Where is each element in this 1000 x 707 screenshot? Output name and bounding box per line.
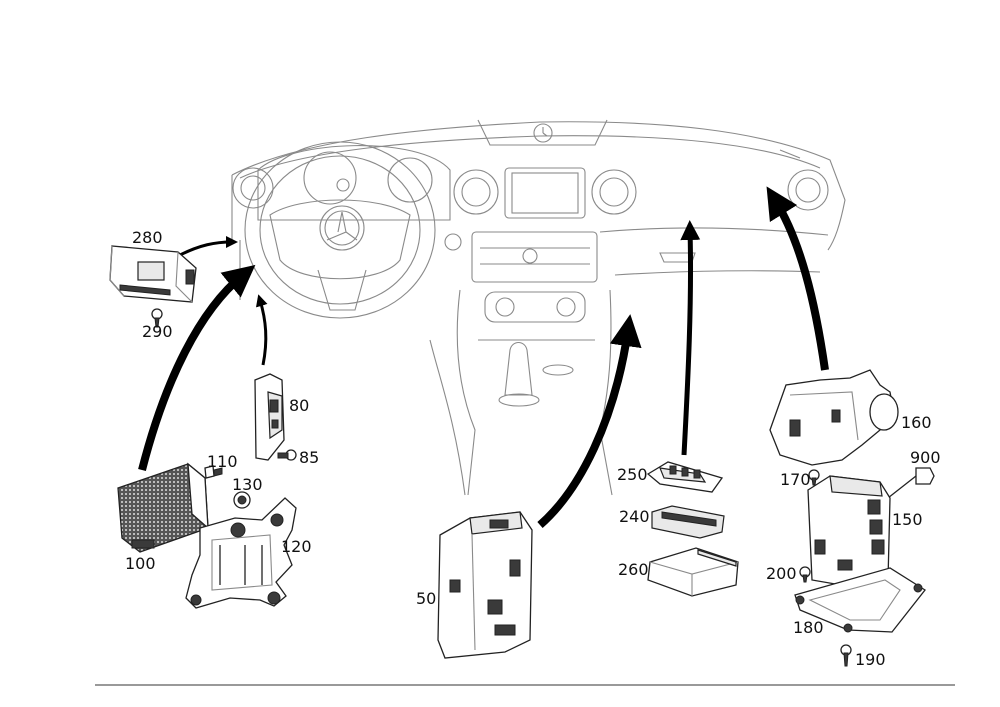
- callout-labels: 280 290 80 85 110 130 120 100 50 250 240…: [125, 228, 941, 669]
- callout-130: 130: [232, 475, 263, 494]
- part-130-nut: [233, 491, 251, 509]
- callout-190: 190: [855, 650, 886, 669]
- callout-80: 80: [289, 396, 309, 415]
- callout-290: 290: [142, 322, 173, 341]
- part-110-screw: [204, 465, 223, 479]
- callout-100: 100: [125, 554, 156, 573]
- part-260-tray: [647, 547, 739, 597]
- callout-240: 240: [619, 507, 650, 526]
- callout-180: 180: [793, 618, 824, 637]
- callout-200: 200: [766, 564, 797, 583]
- arrow-280: [179, 236, 238, 257]
- part-50-module: [437, 511, 533, 659]
- arrow-80: [255, 294, 268, 366]
- part-80-bracket: [254, 373, 285, 461]
- callout-150: 150: [892, 510, 923, 529]
- arrow-250: [680, 220, 701, 456]
- part-85-screw: [277, 449, 297, 461]
- callout-50: 50: [416, 589, 436, 608]
- callout-260: 260: [618, 560, 649, 579]
- callout-120: 120: [281, 537, 312, 556]
- part-160-bracket: [769, 369, 899, 466]
- callout-900: 900: [910, 448, 941, 467]
- arrow-100: [138, 264, 256, 471]
- callout-85: 85: [299, 448, 319, 467]
- part-240-module: [651, 505, 725, 539]
- callout-110: 110: [207, 452, 238, 471]
- callout-170: 170: [780, 470, 811, 489]
- callout-160: 160: [901, 413, 932, 432]
- part-150-module: [807, 475, 891, 591]
- callout-280: 280: [132, 228, 163, 247]
- part-190-bolt: [840, 644, 852, 667]
- part-100-module: [117, 462, 209, 553]
- part-180-plate: [794, 567, 926, 633]
- arrow-160: [766, 186, 829, 371]
- part-280-module: [109, 245, 197, 303]
- part-290-screw: [151, 308, 163, 328]
- assembly-arrows: [138, 186, 829, 529]
- part-200-screw: [799, 566, 811, 583]
- part-250-holder: [646, 461, 724, 493]
- dashboard-illustration: [231, 119, 846, 496]
- part-900-connector: [887, 467, 935, 499]
- callout-250: 250: [617, 465, 648, 484]
- arrow-50: [537, 314, 642, 529]
- part-120-bracket: [185, 497, 297, 609]
